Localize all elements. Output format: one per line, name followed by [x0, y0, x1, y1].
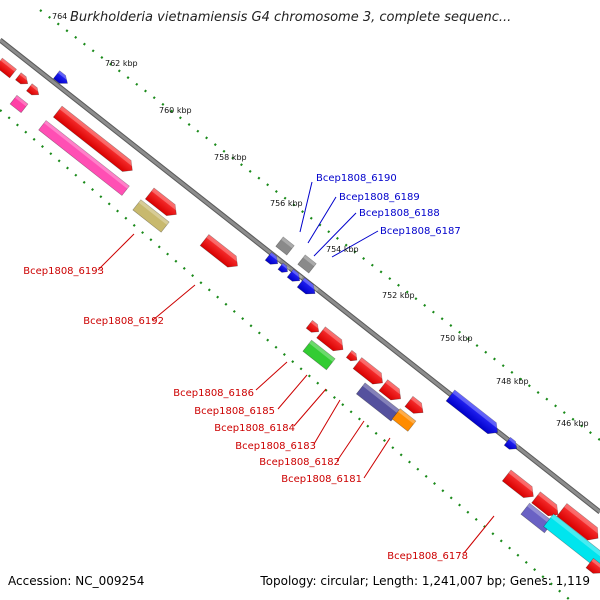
tick-label-764: 764 [52, 12, 67, 21]
accession-text: Accession: NC_009254 [8, 574, 145, 588]
leader-line-red-3 [277, 374, 308, 410]
tick-label-754: 754 kbp [326, 245, 359, 254]
gene-blue-long [445, 389, 502, 435]
label-leader-lines [97, 181, 495, 554]
tick-dot-row-upper [39, 9, 600, 441]
map-title: Burkholderia vietnamiensis G4 chromosome… [70, 10, 512, 25]
gene-red-8 [345, 349, 360, 362]
tick-label-762: 762 kbp [105, 59, 138, 68]
gene-label-bcep1808-6187[interactable]: Bcep1808_6187 [380, 226, 461, 237]
gene-red-long [52, 105, 137, 172]
gene-pink-small [9, 94, 29, 114]
gene-label-bcep1808-6193[interactable]: Bcep1808_6193 [23, 266, 104, 277]
leader-line-red-1 [152, 284, 196, 321]
leader-line-red-5 [313, 399, 341, 445]
gene-khaki [132, 199, 170, 233]
gene-blue-5 [296, 277, 319, 295]
gene-label-bcep1808-6192[interactable]: Bcep1808_6192 [83, 316, 164, 327]
gene-label-bcep1808-6182[interactable]: Bcep1808_6182 [259, 457, 340, 468]
gene-red-2 [15, 72, 31, 85]
gene-label-bcep1808-6190[interactable]: Bcep1808_6190 [316, 173, 397, 184]
tick-label-750: 750 kbp [440, 334, 473, 343]
leader-line-red-7 [363, 437, 391, 479]
gene-label-bcep1808-6181[interactable]: Bcep1808_6181 [281, 474, 362, 485]
gene-label-bcep1808-6188[interactable]: Bcep1808_6188 [359, 208, 440, 219]
leader-line-blue-3 [331, 230, 379, 258]
gene-red-12 [501, 469, 538, 498]
gene-blue-2 [264, 251, 281, 265]
gene-blue-1 [52, 70, 71, 84]
tick-dot-rows [0, 9, 600, 600]
gene-red-10 [378, 379, 405, 401]
gene-blue-4 [286, 268, 303, 282]
tick-labels: 764 762 kbp 760 kbp 758 kbp 756 kbp 754 kbp 75… [52, 12, 589, 428]
leader-line-blue-0 [299, 181, 313, 233]
gene-label-bcep1808-6185[interactable]: Bcep1808_6185 [194, 406, 275, 417]
gene-blue-6 [503, 436, 520, 450]
tick-label-752: 752 kbp [382, 291, 415, 300]
gene-gray-1 [275, 236, 295, 256]
gene-slate [355, 382, 401, 422]
topology-summary: Topology: circular; Length: 1,241,007 bp… [260, 574, 590, 588]
tick-label-760: 760 kbp [159, 106, 192, 115]
tick-label-758: 758 kbp [214, 153, 247, 162]
leader-line-red-6 [336, 420, 365, 462]
gene-green [302, 339, 336, 371]
gene-red-4 [144, 187, 181, 216]
gene-red-7 [316, 326, 348, 352]
gene-features [0, 57, 600, 577]
chromosome-backbone [0, 38, 600, 514]
gene-label-bcep1808-6186[interactable]: Bcep1808_6186 [173, 388, 254, 399]
gene-red-5 [199, 234, 242, 268]
gene-red-15 [585, 557, 600, 574]
tick-dot-row-lower [0, 109, 571, 600]
gene-red-14 [556, 503, 600, 541]
gene-label-bcep1808-6184[interactable]: Bcep1808_6184 [214, 423, 295, 434]
gene-red-9 [352, 357, 387, 385]
leader-line-red-4 [293, 388, 327, 427]
gene-label-bcep1808-6183[interactable]: Bcep1808_6183 [235, 441, 316, 452]
gene-pink-long [38, 120, 130, 196]
gene-label-bcep1808-6178[interactable]: Bcep1808_6178 [387, 551, 468, 562]
gene-red-11 [404, 395, 428, 414]
gene-red-3 [26, 83, 42, 96]
tick-label-756: 756 kbp [270, 199, 303, 208]
gene-label-bcep1808-6189[interactable]: Bcep1808_6189 [339, 192, 420, 203]
backbone-line [0, 38, 600, 514]
leader-line-blue-2 [313, 212, 357, 257]
gene-red-1 [0, 57, 17, 79]
leader-line-red-0 [97, 233, 135, 271]
tick-label-748: 748 kbp [496, 377, 529, 386]
leader-line-blue-1 [307, 196, 337, 244]
gene-blue-3 [277, 262, 291, 273]
gene-orange [391, 408, 417, 432]
gene-red-6 [305, 319, 322, 333]
leader-line-red-2 [255, 361, 288, 391]
gene-labels: Bcep1808_6190Bcep1808_6189Bcep1808_6188B… [23, 173, 468, 562]
leader-line-red-8 [463, 515, 495, 554]
tick-label-746: 746 kbp [556, 419, 589, 428]
gene-gray-2 [297, 254, 317, 274]
